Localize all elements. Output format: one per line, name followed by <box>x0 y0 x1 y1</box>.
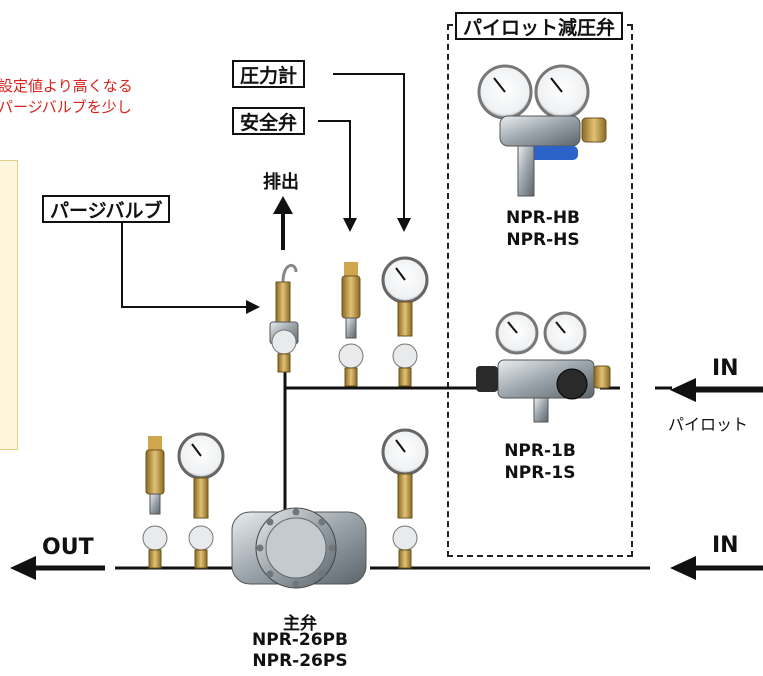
pressure-gauge-device-lower-left <box>177 432 225 569</box>
purge-valve-label: パージバルブ <box>42 195 171 223</box>
purge-valve-leader <box>121 222 260 314</box>
in-arrow-bottom <box>670 556 763 580</box>
exhaust-arrow <box>273 196 293 250</box>
note-line-1: 設定値より高くなる <box>0 77 133 95</box>
npr-26ps-label: NPR-26PS <box>252 651 348 671</box>
pressure-gauge-device-lower-right <box>381 428 429 569</box>
safety-valve-device-lower <box>142 436 168 569</box>
note-line-2: パージバルブを少し <box>0 98 132 116</box>
note-callout-box <box>0 160 18 450</box>
pressure-gauge-label: 圧力計 <box>232 60 306 88</box>
main-valve-label: 主弁 <box>283 614 317 634</box>
exhaust-label: 排出 <box>263 172 299 193</box>
out-label: OUT <box>42 535 94 560</box>
in-label-top: IN <box>712 356 739 381</box>
npr-1s-label: NPR-1S <box>504 463 576 483</box>
pressure-gauge-leader <box>333 73 411 232</box>
in-arrow-top <box>670 378 763 402</box>
in-label-bottom: IN <box>712 533 739 558</box>
safety-valve-device-upper <box>338 262 364 387</box>
main-valve-device <box>231 507 367 589</box>
pilot-inlet-label: パイロット <box>668 415 749 434</box>
npr-26pb-label: NPR-26PB <box>252 630 348 650</box>
out-arrow <box>10 556 105 580</box>
safety-valve-label: 安全弁 <box>232 107 306 135</box>
purge-valve-device <box>269 264 299 373</box>
pressure-gauge-device-upper <box>381 256 429 387</box>
safety-valve-leader <box>318 120 357 232</box>
pilot-regulator-label: パイロット減圧弁 <box>455 12 624 40</box>
npr-hs-label: NPR-HS <box>506 230 580 250</box>
pilot-regulator-1b-device <box>476 311 611 423</box>
npr-1b-label: NPR-1B <box>504 441 576 461</box>
npr-hb-label: NPR-HB <box>505 208 581 228</box>
pilot-regulator-hb-device <box>477 64 607 197</box>
